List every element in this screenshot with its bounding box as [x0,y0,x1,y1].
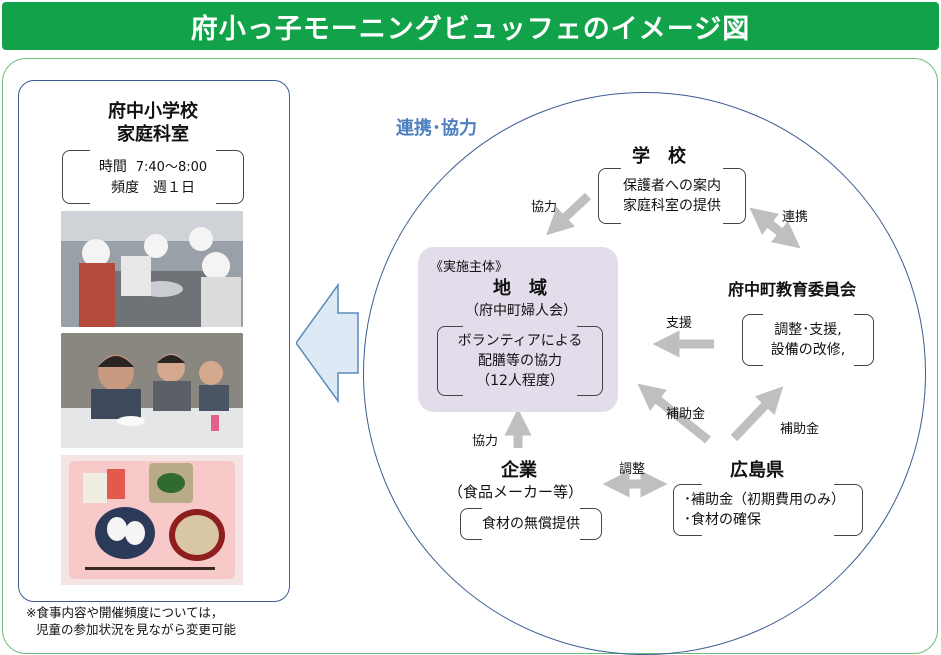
board-line-1: 調整･支援, [774,322,842,338]
panel-title-room: 家庭科室 [117,124,189,145]
prefecture-line-2: ･食材の確保 [684,512,761,528]
page-title: 府小っ子モーニングビュッフェのイメージ図 [2,2,939,50]
label-company-prefecture: 調整 [619,462,646,477]
community-org: （府中町婦人会） [465,303,577,319]
time-value: 7:40〜8:00 [135,159,208,175]
arrow-board-to-school [749,207,793,244]
prefecture-box: ･補助金（初期費用のみ） ･食材の確保 [673,482,863,538]
company-line-1: 食材の無償提供 [482,516,580,532]
photo-eating [61,333,243,448]
panel-title-school: 府中小学校 [108,101,198,122]
prefecture-line-1: ･補助金（初期費用のみ） [684,492,845,508]
photo-meal-tray [61,455,243,585]
board-name: 府中町教育委員会 [728,280,857,299]
label-board-community: 支援 [666,316,693,331]
community-line-3: （12人程度） [476,373,564,389]
arrow-prefecture-to-community [637,383,711,444]
arrow-school-to-community [546,192,592,236]
school-box: 保護者への案内 家庭科室の提供 [598,166,746,226]
cooperation-label: 連携･協力 [396,118,477,139]
label-school-community: 協力 [531,200,558,215]
schedule-box: 時間 7:40〜8:00 頻度 週１日 [62,148,244,206]
company-name: 企業 [501,460,537,481]
community-name: 地 域 [493,278,547,299]
outer-frame [2,58,938,654]
community-line-2: 配膳等の協力 [478,353,562,369]
community-line-1: ボランティアによる [457,333,583,349]
school-line-1: 保護者への案内 [623,178,721,194]
big-arrow-left-icon [296,283,359,403]
label-company-community: 協力 [472,434,499,449]
label-prefecture-board: 補助金 [780,422,820,437]
company-box: 食材の無償提供 [460,506,602,542]
frequency-text: 頻度 週１日 [111,179,195,196]
school-name: 学 校 [632,146,686,167]
school-kitchen-panel [18,80,290,602]
note-line-1: ※食事内容や開催頻度については， [26,605,224,620]
company-sub: （食品メーカー等） [448,483,584,501]
community-box: ボランティアによる 配膳等の協力 （12人程度） [437,324,603,398]
board-box: 調整･支援, 設備の改修, [742,312,874,368]
label-school-board: 連携 [782,210,809,225]
community-tag: 《実施主体》 [430,260,509,275]
school-line-2: 家庭科室の提供 [623,198,721,214]
photo-cooking [61,211,243,327]
label-prefecture-community: 補助金 [666,407,706,422]
arrow-prefecture-to-board [730,386,784,442]
time-label: 時間 [98,158,127,175]
note-line-2: 児童の参加状況を見ながら変更可能 [36,622,237,637]
prefecture-name: 広島県 [730,460,784,481]
board-line-2: 設備の改修, [770,342,846,358]
